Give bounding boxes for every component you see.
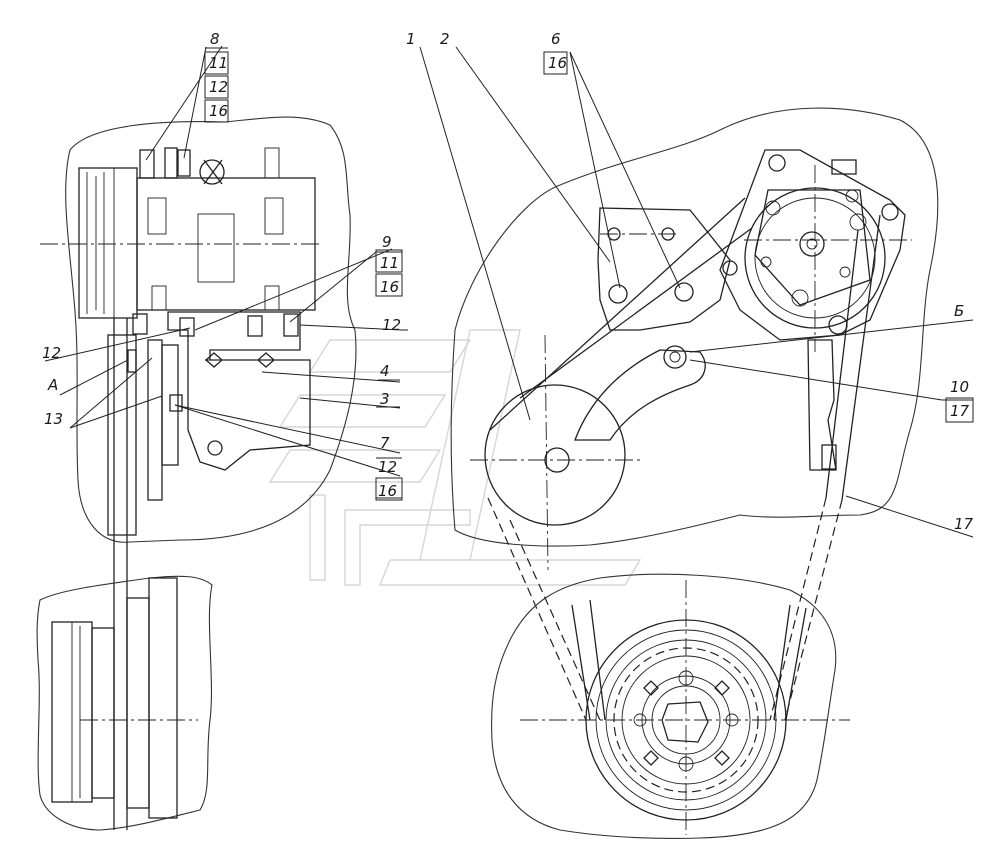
- callout-17-right: 17: [950, 402, 970, 420]
- callout-11-top: 11: [209, 54, 228, 72]
- callout-16-bottom: 16: [378, 482, 397, 500]
- callouts: 1 2 6 16 8 11 12 16 9 11 16 12 12 4 А 3 …: [42, 30, 974, 533]
- callout-3: 3: [380, 390, 390, 408]
- watermark: [268, 329, 642, 586]
- leader-lines: [44, 45, 974, 538]
- front-view: [450, 107, 939, 839]
- callout-16-top: 16: [548, 54, 567, 72]
- callout-11-mid: 11: [380, 254, 399, 272]
- callout-6: 6: [551, 30, 561, 48]
- callout-2: 2: [440, 30, 450, 48]
- callout-17-belt: 17: [954, 515, 974, 533]
- callout-12-left: 12: [42, 344, 61, 362]
- callout-16-left: 16: [209, 102, 228, 120]
- callout-13: 13: [44, 410, 63, 428]
- callout-12-right: 12: [382, 316, 401, 334]
- callout-1: 1: [406, 30, 416, 48]
- callout-8: 8: [210, 30, 220, 48]
- callout-9: 9: [382, 233, 392, 251]
- callout-B: Б: [954, 302, 964, 320]
- callout-16-mid: 16: [380, 278, 399, 296]
- callout-10: 10: [950, 378, 969, 396]
- callout-4: 4: [380, 362, 390, 380]
- side-view: [36, 116, 357, 831]
- callout-12-bottom: 12: [378, 458, 397, 476]
- label-frames: [204, 47, 974, 501]
- callout-A: А: [47, 376, 58, 394]
- callout-7: 7: [380, 434, 390, 452]
- callout-12-top: 12: [209, 78, 228, 96]
